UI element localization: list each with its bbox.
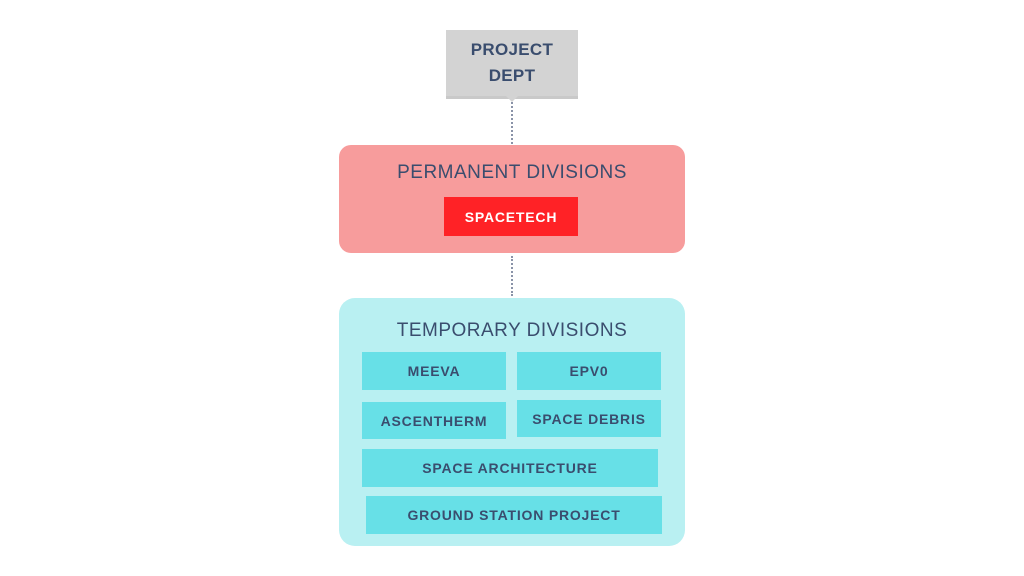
- project-dept-pointer: [505, 95, 519, 102]
- division-space-debris: SPACE DEBRIS: [517, 400, 661, 437]
- connector-dept-to-permanent: [511, 102, 513, 144]
- division-space-architecture: SPACE ARCHITECTURE: [362, 449, 658, 487]
- division-epv0: EPV0: [517, 352, 661, 390]
- project-dept-node: PROJECT DEPT: [446, 30, 578, 96]
- permanent-divisions-title: PERMANENT DIVISIONS: [397, 162, 627, 183]
- temporary-divisions-title: TEMPORARY DIVISIONS: [396, 320, 628, 341]
- division-spacetech: SPACETECH: [444, 197, 578, 236]
- division-ground-station-project: GROUND STATION PROJECT: [366, 496, 662, 534]
- division-meeva: MEEVA: [362, 352, 506, 390]
- connector-permanent-to-temporary: [511, 256, 513, 296]
- division-ascentherm: ASCENTHERM: [362, 402, 506, 439]
- project-dept-label: PROJECT DEPT: [470, 40, 554, 85]
